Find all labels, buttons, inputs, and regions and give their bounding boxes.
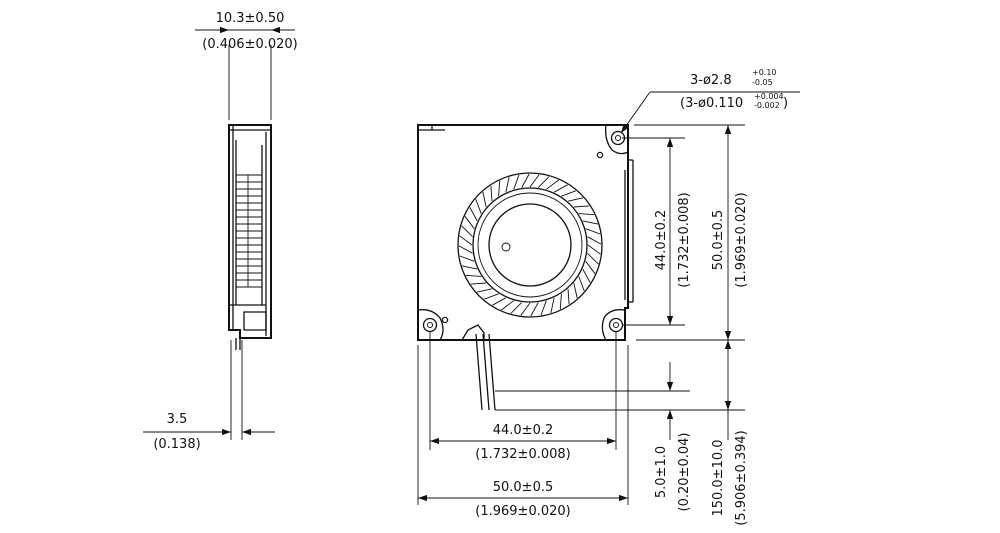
height-overall-imperial: (1.969±0.020) [734,192,749,287]
impeller-blade [530,302,539,317]
impeller-blade [501,300,514,311]
impeller [457,172,603,318]
impeller-blade [464,216,475,229]
lead-length-imperial: (5.906±0.394) [734,430,749,525]
width-overall-imperial: (1.969±0.020) [475,504,570,519]
impeller-blade [573,282,578,299]
impeller-blade [550,297,555,313]
impeller-blade [476,288,493,293]
impeller-blade [513,174,520,190]
impeller-blade [470,282,487,285]
impeller-blade [540,300,547,316]
hole-metric-tol-upper: +0.10 [752,68,777,77]
hole-spacing-vertical-imperial: (1.732±0.008) [677,192,692,287]
impeller-blade [498,180,501,197]
impeller-blade [559,293,562,310]
hole-imperial-tol-upper: +0.004 [754,92,784,101]
impeller-blade [462,265,478,270]
impeller-blade [587,252,599,265]
front-view: 3-ø2.8 +0.10 -0.05 (3-ø0.110 +0.004 -0.0… [417,68,800,526]
impeller-blade [553,184,568,193]
impeller-blade [582,268,591,283]
side-view-blades [236,174,262,288]
hole-imperial-suffix: ) [783,96,788,111]
impeller-blade [459,235,473,246]
lead-length-metric: 150.0±10.0 [711,439,726,516]
impeller-blade [492,297,507,306]
hole-callout-imperial: (3-ø0.110 [680,96,743,111]
impeller-blade [582,220,598,225]
lead-offset-metric: 3.5 [167,412,188,427]
height-overall-metric: 50.0±0.5 [711,210,726,271]
hole-imperial-tol-lower: -0.002 [754,101,780,110]
impeller-blade [537,176,550,188]
impeller-blade [567,197,584,202]
impeller-blade [490,185,493,202]
impeller-blade [459,255,475,262]
impeller-blade [587,244,601,255]
impeller-blade [546,179,559,190]
impeller-blade [587,236,602,245]
mounting-hole-top-right [604,124,629,155]
mounting-hole-bottom-left [417,309,444,341]
impeller-blade [521,173,530,188]
impeller-blade [510,302,523,314]
impeller-blade [505,177,510,193]
impeller-blade [458,245,473,254]
impeller-blade [529,174,540,188]
hole-metric-tol-lower: -0.05 [752,78,773,87]
side-thickness-metric: 10.3±0.50 [216,11,285,26]
lead-offset-imperial: (0.138) [153,437,200,452]
impeller-blade [475,199,482,214]
hole-spacing-vertical-metric: 44.0±0.2 [654,210,669,271]
mounting-hole-bottom-right [601,309,626,341]
side-view: 10.3±0.50 (0.406±0.020) 3.5 (0.138) [143,11,298,452]
impeller-blade [578,276,585,291]
impeller-blade [465,274,482,277]
hole-spacing-horizontal-imperial: (1.732±0.008) [475,447,570,462]
lead-strip-imperial: (0.20±0.04) [677,433,692,512]
lead-strip-metric: 5.0±1.0 [654,446,669,498]
impeller-blade [520,302,531,316]
impeller-blade [469,207,478,222]
hole-callout-metric: 3-ø2.8 [690,73,732,88]
impeller-blade [585,261,596,274]
impeller-blade [561,190,576,197]
impeller-blade [484,293,499,300]
impeller-blade [567,288,570,305]
impeller-blade [578,213,595,216]
impeller-blade [573,205,590,208]
impeller-blade [585,228,601,235]
width-overall-metric: 50.0±0.5 [493,480,554,495]
hole-spacing-horizontal-metric: 44.0±0.2 [493,423,554,438]
impeller-blade [461,225,473,238]
impeller-blade [482,191,487,208]
side-thickness-imperial: (0.406±0.020) [202,37,297,52]
